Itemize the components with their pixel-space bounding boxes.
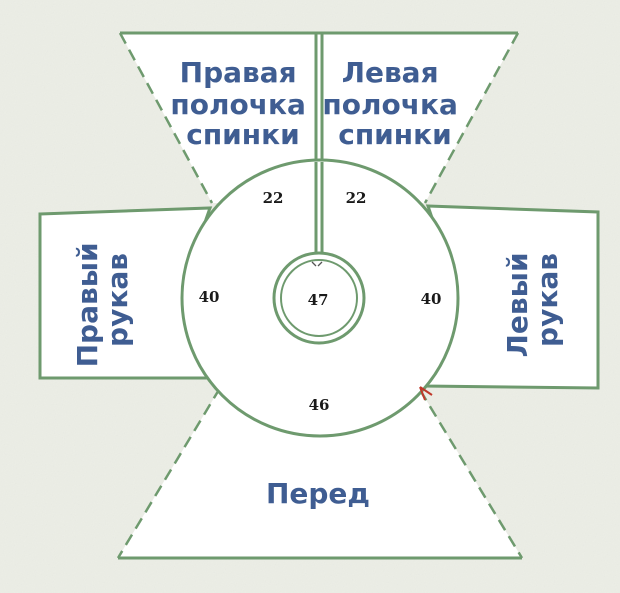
count-center: 47 xyxy=(308,291,329,309)
right-back-line-1: Правая xyxy=(180,56,297,89)
count-left-back: 22 xyxy=(346,189,367,207)
left-back-line-3: спинки xyxy=(338,118,452,151)
left-back-line-2: полочка xyxy=(322,88,457,121)
front-label: Перед xyxy=(266,477,370,510)
marker-arrow-icon xyxy=(419,386,433,401)
right-sleeve-line-2: рукав xyxy=(101,253,134,347)
front-left-seam xyxy=(116,387,222,559)
count-left-sleeve: 40 xyxy=(421,290,442,308)
left-back-line-1: Левая xyxy=(342,56,439,89)
left-sleeve-label: Левый рукав xyxy=(501,243,564,358)
front-right-seam xyxy=(418,389,524,559)
count-front: 46 xyxy=(309,396,330,414)
right-sleeve-line-1: Правый xyxy=(71,242,104,367)
back-left-seam xyxy=(118,32,214,204)
right-back-line-2: полочка xyxy=(170,88,305,121)
right-back-line-3: спинки xyxy=(186,118,300,151)
back-right-seam xyxy=(423,32,520,204)
count-right-back: 22 xyxy=(263,189,284,207)
right-back-label: Правая полочка спинки xyxy=(170,56,315,151)
left-back-label: Левая полочка спинки xyxy=(322,56,467,151)
right-sleeve-label-group: Правый рукав xyxy=(71,233,134,368)
neck-start-marks xyxy=(311,261,323,267)
left-sleeve-label-group: Левый рукав xyxy=(501,243,564,358)
count-right-sleeve: 40 xyxy=(199,288,220,306)
right-sleeve-label: Правый рукав xyxy=(71,233,134,368)
left-sleeve-line-1: Левый xyxy=(501,252,534,357)
back-pieces-fill xyxy=(120,33,518,203)
left-sleeve-line-2: рукав xyxy=(531,253,564,347)
front-piece-fill xyxy=(118,388,522,558)
neck-inner-circle xyxy=(280,259,358,337)
